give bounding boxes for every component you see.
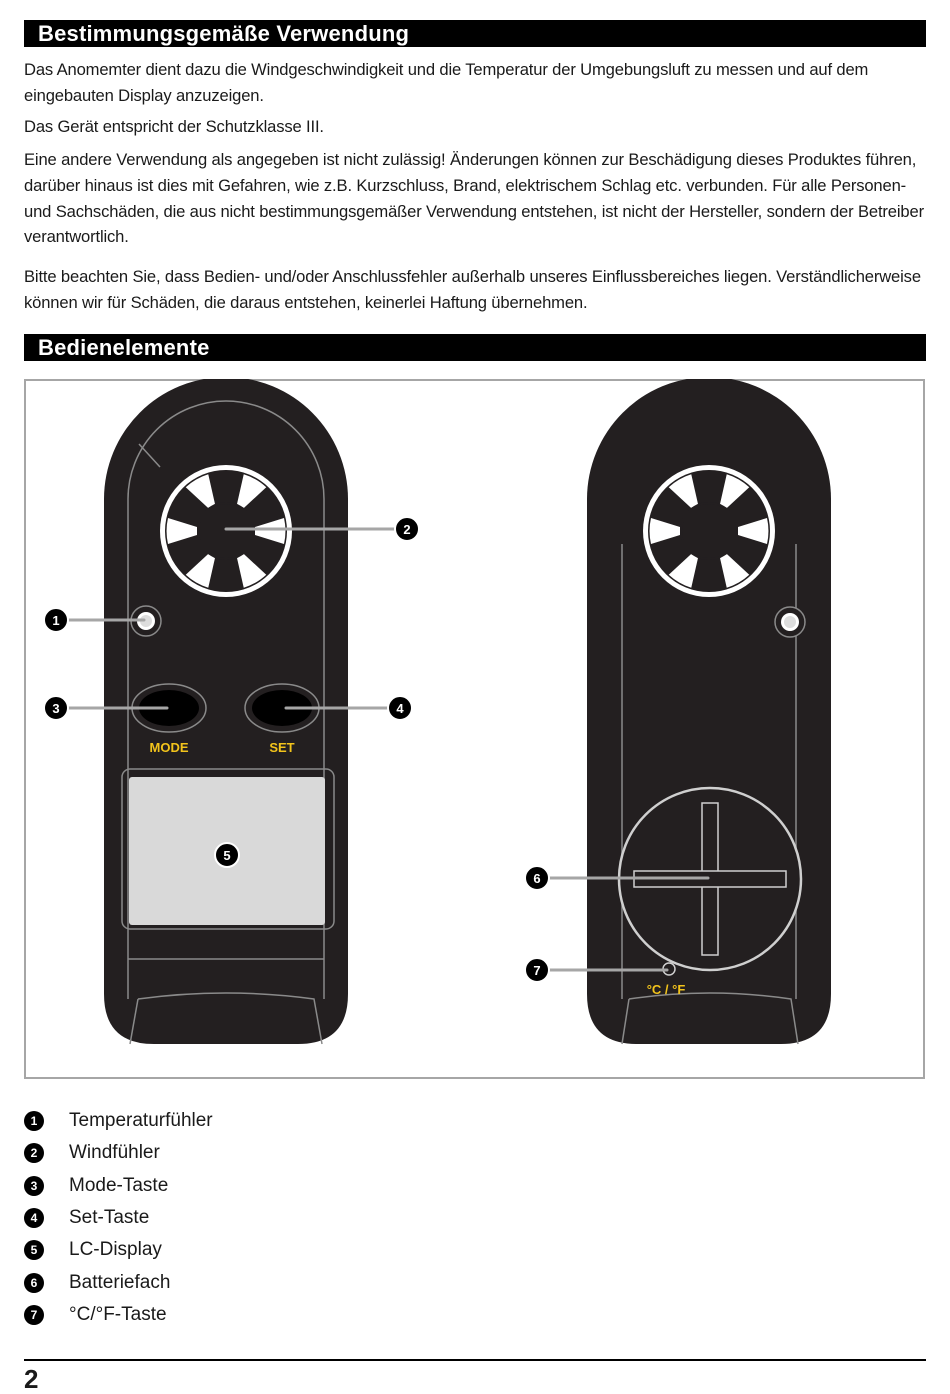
legend-label: °C/°F-Taste — [69, 1303, 167, 1325]
legend-number: 2 — [24, 1143, 44, 1164]
svg-text:2: 2 — [403, 522, 410, 537]
callout-1: 1 — [43, 607, 69, 633]
svg-text:5: 5 — [223, 848, 230, 863]
battery-compartment[interactable] — [617, 786, 803, 972]
device-figure: MODE SET °C / °F — [24, 379, 925, 1079]
legend-label: Temperaturfühler — [69, 1110, 213, 1132]
legend-label: Batteriefach — [69, 1271, 171, 1293]
mode-button-label: MODE — [150, 740, 189, 755]
paragraph-purpose: Das Anomemter dient dazu die Windgeschwi… — [24, 60, 869, 105]
page-number: 2 — [24, 1364, 39, 1394]
callout-3: 3 — [43, 695, 69, 721]
legend-number: 4 — [24, 1208, 44, 1229]
device-back: °C / °F — [587, 379, 831, 1045]
svg-text:4: 4 — [396, 701, 404, 716]
section-heading-controls: Bedienelemente — [24, 334, 926, 361]
legend-item: 6 Batteriefach — [24, 1266, 213, 1298]
wind-sensor-icon — [159, 464, 293, 598]
legend-number: 7 — [24, 1304, 44, 1325]
legend-item: 3 Mode-Taste — [24, 1170, 213, 1202]
legend-item: 2 Windfühler — [24, 1137, 213, 1169]
legend-number: 1 — [24, 1111, 44, 1132]
callout-7: 7 — [524, 957, 550, 983]
paragraph-protection-class: Das Gerät entspricht der Schutzklasse II… — [24, 117, 324, 136]
legend-number: 5 — [24, 1240, 44, 1261]
legend-label: Windfühler — [69, 1142, 160, 1164]
leader-lines — [66, 527, 710, 972]
svg-text:1: 1 — [52, 613, 59, 628]
temperature-sensor-icon — [130, 605, 162, 637]
callout-5: 5 — [214, 842, 240, 868]
paragraph-other-use: Eine andere Verwendung als angegeben ist… — [24, 150, 924, 247]
legend-label: LC-Display — [69, 1239, 162, 1261]
legend-item: 7 °C/°F-Taste — [24, 1299, 213, 1331]
legend-list: 1 Temperaturfühler 2 Windfühler 3 Mode-Tast… — [24, 1105, 213, 1331]
footer-rule — [24, 1359, 926, 1361]
legend-number: 3 — [24, 1175, 44, 1196]
set-button[interactable] — [244, 683, 320, 733]
legend-label: Mode-Taste — [69, 1174, 169, 1196]
callout-6: 6 — [524, 865, 550, 891]
section-heading-intended-use: Bestimmungsgemäße Verwendung — [24, 20, 926, 47]
legend-item: 5 LC-Display — [24, 1234, 213, 1266]
callout-4: 4 — [387, 695, 413, 721]
paragraph-liability: Bitte beachten Sie, dass Bedien- und/ode… — [24, 267, 921, 312]
mode-button[interactable] — [131, 683, 207, 733]
legend-item: 1 Temperaturfühler — [24, 1105, 213, 1137]
device-front: MODE SET — [104, 379, 348, 1045]
legend-item: 4 Set-Taste — [24, 1202, 213, 1234]
svg-text:7: 7 — [533, 963, 540, 978]
legend-number: 6 — [24, 1272, 44, 1293]
set-button-label: SET — [269, 740, 294, 755]
callout-2: 2 — [394, 516, 420, 542]
legend-label: Set-Taste — [69, 1207, 150, 1229]
unit-toggle-label: °C / °F — [647, 982, 686, 997]
svg-text:6: 6 — [533, 871, 540, 886]
svg-text:3: 3 — [52, 701, 59, 716]
